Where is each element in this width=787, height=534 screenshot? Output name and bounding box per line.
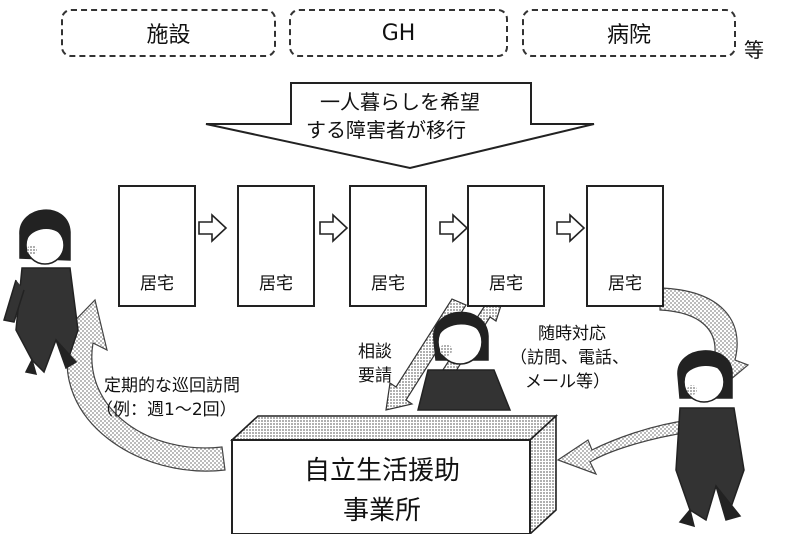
consult-caption-line2: 要請 — [358, 366, 392, 386]
consult-caption-line1: 相談 — [358, 342, 392, 362]
transition-arrow — [205, 82, 595, 170]
facility-suffix: 等 — [744, 38, 764, 62]
right-lower-arrow — [556, 419, 691, 476]
facility-box-hospital: 病院 — [522, 9, 736, 57]
facility-box-gh: GH — [289, 9, 508, 57]
person-center — [417, 311, 512, 411]
residence-label: 居宅 — [489, 274, 523, 294]
residence-label: 居宅 — [259, 274, 293, 294]
residence-card: 居宅 — [349, 185, 427, 307]
office-name-line1: 自立生活援助 — [303, 456, 460, 486]
residence-label: 居宅 — [140, 274, 174, 294]
transition-text-line2: する障害者が移行 — [306, 118, 466, 142]
residence-label: 居宅 — [608, 274, 642, 294]
facility-label: 施設 — [146, 23, 191, 48]
transition-text-line1: 一人暮らしを希望 — [320, 90, 480, 114]
facility-label: GH — [381, 20, 416, 46]
person-left — [3, 209, 79, 375]
office-block — [229, 414, 559, 534]
residence-card: 居宅 — [237, 185, 315, 307]
house-arrows — [198, 213, 586, 243]
residence-card: 居宅 — [586, 185, 664, 307]
person-right — [675, 350, 745, 528]
residence-label: 居宅 — [371, 274, 405, 294]
office-name-line2: 事業所 — [342, 496, 421, 526]
visit-caption-line1: 定期的な巡回訪問 — [104, 376, 240, 396]
residence-card: 居宅 — [467, 185, 545, 307]
facility-box-shisetsu: 施設 — [61, 9, 276, 57]
response-caption-line3: メール等） — [525, 372, 610, 392]
response-caption-line1: 随時対応 — [538, 324, 606, 344]
facility-label: 病院 — [606, 23, 651, 48]
response-caption-line2: （訪問、電話、 — [510, 348, 629, 368]
residence-card: 居宅 — [118, 185, 196, 307]
visit-caption-line2: （例：週1～2回） — [96, 400, 237, 420]
